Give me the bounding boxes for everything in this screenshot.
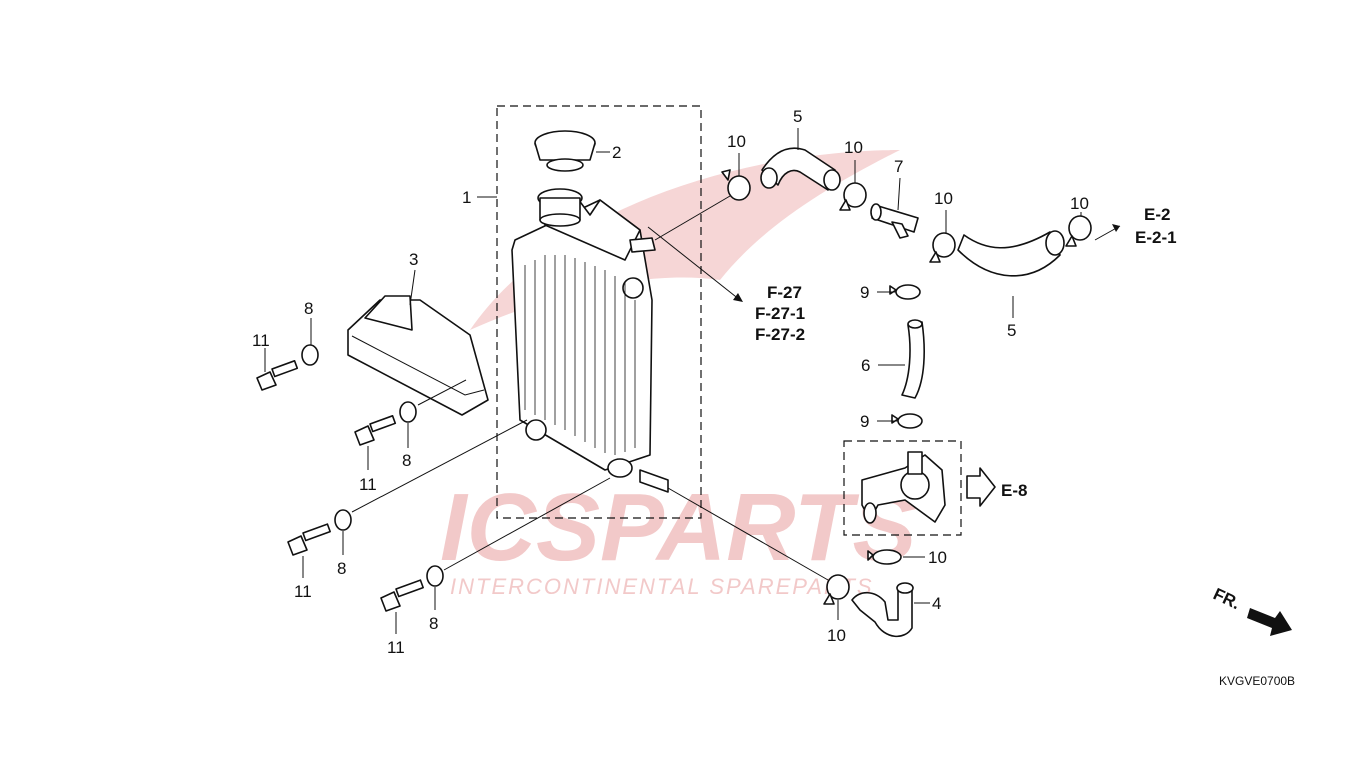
ref-e2[interactable]: E-2: [1144, 205, 1170, 224]
leader-line: [667, 487, 829, 581]
bolt[interactable]: [256, 359, 299, 391]
arrow-line: [647, 226, 741, 301]
radiator-cover[interactable]: [347, 295, 489, 416]
hose-clamp[interactable]: [929, 232, 956, 263]
ref-e8[interactable]: E-8: [1001, 481, 1027, 500]
watermark: ICSPARTS INTERCONTINENTAL SPAREPARTS: [440, 150, 917, 599]
callout-clamp: 10: [727, 132, 746, 151]
washer[interactable]: [334, 509, 352, 531]
upper-hose[interactable]: [957, 230, 1065, 277]
callout-joint: 7: [894, 157, 903, 176]
callout-clip: 9: [860, 412, 869, 431]
front-direction-arrow: FR.: [1210, 584, 1292, 636]
callout-clamp: 10: [827, 626, 846, 645]
hose-clamp[interactable]: [867, 549, 902, 565]
bolt[interactable]: [354, 414, 397, 446]
callout-clamp: 10: [928, 548, 947, 567]
callout-bolt: 11: [252, 331, 270, 350]
callout-bolt: 11: [294, 582, 312, 601]
lower-hose[interactable]: [851, 582, 914, 638]
callout-hose: 5: [1007, 321, 1016, 340]
callout-radiator: 1: [462, 188, 471, 207]
watermark-tagline: INTERCONTINENTAL SPAREPARTS: [450, 574, 874, 599]
callout-hose: 5: [793, 107, 802, 126]
hose-clamp[interactable]: [1065, 215, 1092, 247]
callout-cap: 2: [612, 143, 621, 162]
callout-bolt: 11: [359, 475, 377, 494]
leader-line: [417, 379, 467, 406]
arrow-head-icon: [733, 293, 743, 302]
callout-washer: 8: [429, 614, 438, 633]
washer[interactable]: [301, 344, 319, 366]
arrow-head-icon: [1112, 224, 1120, 232]
callout-lower-hose: 4: [932, 594, 941, 613]
hose-clamp[interactable]: [823, 574, 850, 605]
ref-f27-1[interactable]: F-27-1: [755, 304, 805, 323]
drain-valve-boundary: [843, 440, 962, 536]
radiator-assembly-boundary: [496, 105, 702, 519]
leader-line: [897, 177, 901, 211]
hose-joint[interactable]: [870, 203, 919, 239]
ref-f27-2[interactable]: F-27-2: [755, 325, 805, 344]
callout-washer: 8: [337, 559, 346, 578]
leader-line: [654, 195, 731, 241]
callout-washer: 8: [304, 299, 313, 318]
radiator-cap[interactable]: [534, 130, 596, 172]
callout-bolt: 11: [387, 638, 405, 657]
hose-clamp[interactable]: [721, 169, 751, 201]
radiator[interactable]: [511, 188, 669, 493]
watermark-brand: ICSPARTS: [440, 474, 917, 581]
callout-washer: 8: [402, 451, 411, 470]
hose-clamp[interactable]: [839, 182, 867, 211]
callout-clamp: 10: [934, 189, 953, 208]
ref-f27[interactable]: F-27: [767, 283, 802, 302]
bolt[interactable]: [380, 579, 424, 612]
callout-clip: 9: [860, 283, 869, 302]
callout-small-hose: 6: [861, 356, 870, 375]
diagram-code: KVGVE0700B: [1219, 674, 1295, 688]
callout-cover: 3: [409, 250, 418, 269]
leader-line: [409, 269, 416, 306]
callout-clamp: 10: [844, 138, 863, 157]
front-marker: FR.: [1210, 584, 1243, 613]
ref-e2-1[interactable]: E-2-1: [1135, 228, 1177, 247]
small-hose[interactable]: [901, 319, 925, 399]
drain-valve[interactable]: [861, 451, 946, 524]
leader-line: [443, 477, 611, 571]
outline-arrow-icon: [966, 467, 996, 507]
washer[interactable]: [426, 565, 444, 587]
upper-hose[interactable]: [760, 147, 841, 191]
washer[interactable]: [399, 401, 417, 423]
bolt[interactable]: [287, 523, 331, 556]
front-arrow-icon: [1247, 608, 1292, 636]
leader-line: [351, 419, 528, 513]
callout-clamp: 10: [1070, 194, 1089, 213]
